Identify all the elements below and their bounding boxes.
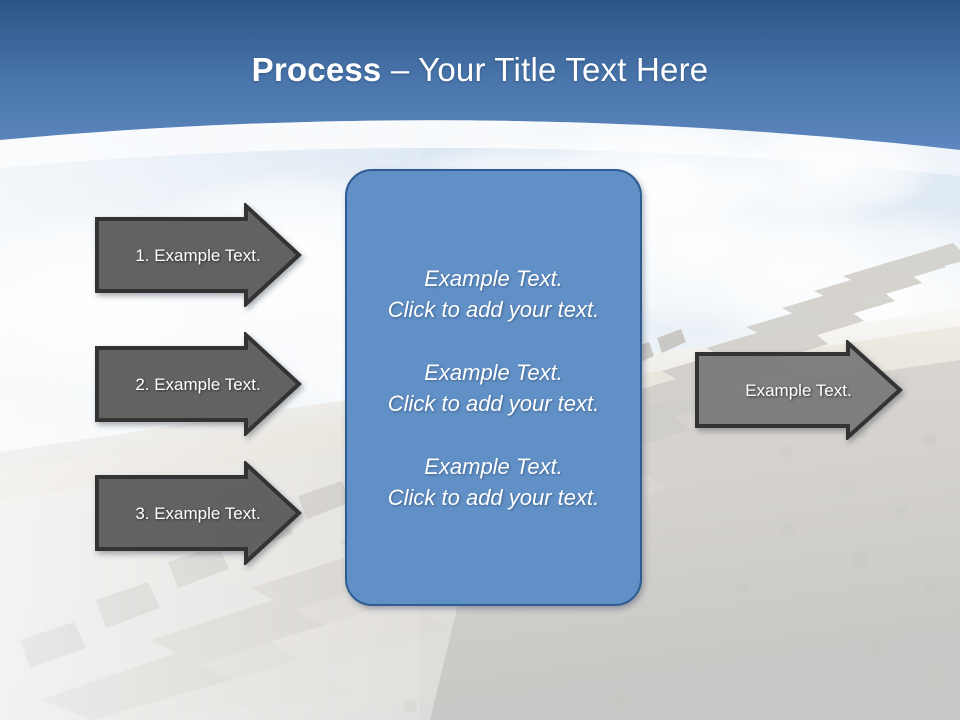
input-arrow-3[interactable]: 3. Example Text.: [94, 461, 302, 565]
title-rest: – Your Title Text Here: [381, 51, 709, 88]
page-title: Process – Your Title Text Here: [0, 50, 960, 90]
arrow-right-icon: [95, 461, 302, 565]
input-arrow-1[interactable]: 1. Example Text.: [94, 203, 302, 307]
panel-block-1-line1: Example Text.: [424, 265, 563, 291]
arrow-right-icon: [95, 332, 302, 436]
arrow-right-icon: [695, 340, 903, 440]
input-arrow-2[interactable]: 2. Example Text.: [94, 332, 302, 436]
panel-block-3-line1: Example Text.: [424, 453, 563, 479]
panel-text-block-1: Example Text. Click to add your text.: [367, 263, 620, 325]
panel-block-3-line2: Click to add your text.: [387, 484, 600, 510]
panel-block-2-line2: Click to add your text.: [387, 390, 600, 416]
panel-text-block-3: Example Text. Click to add your text.: [367, 451, 620, 513]
panel-text-block-2: Example Text. Click to add your text.: [367, 357, 620, 419]
center-content-panel[interactable]: Example Text. Click to add your text. Ex…: [345, 169, 642, 606]
title-strong: Process: [251, 51, 382, 88]
output-arrow[interactable]: Example Text.: [694, 340, 903, 440]
panel-block-1-line2: Click to add your text.: [387, 296, 600, 322]
panel-block-2-line1: Example Text.: [424, 359, 563, 385]
arrow-right-icon: [95, 203, 302, 307]
